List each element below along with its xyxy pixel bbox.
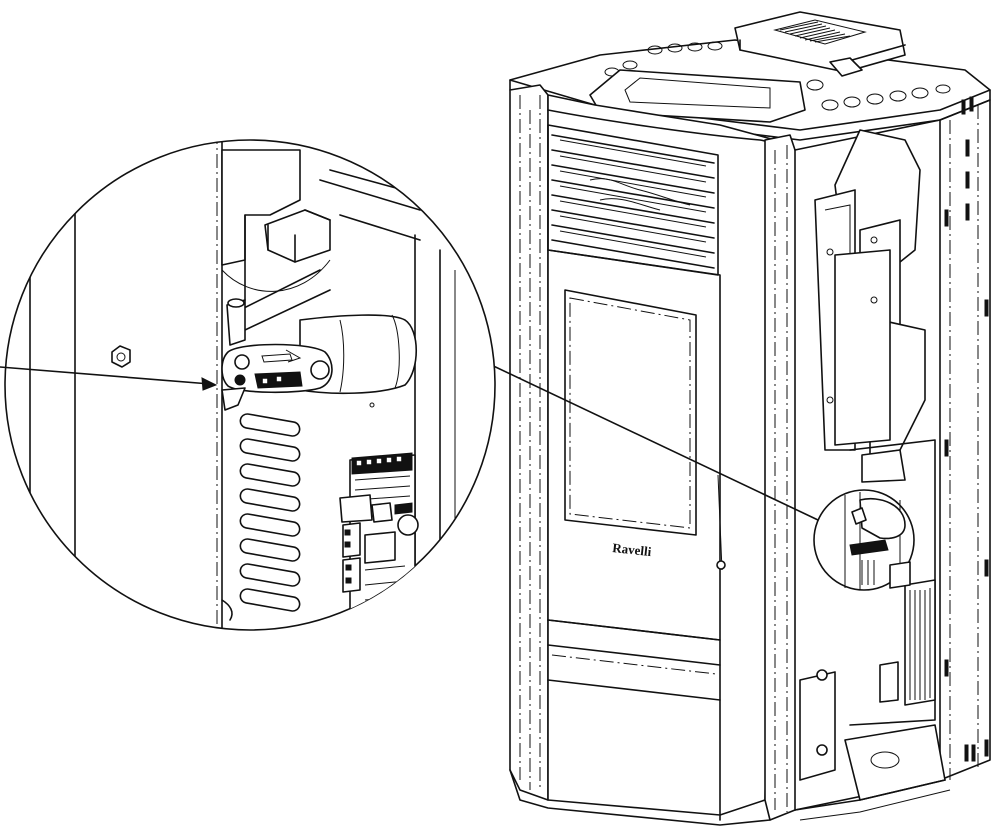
top-vent-holes <box>604 41 951 111</box>
brand-label: Ravelli <box>612 540 653 559</box>
hex-bolt <box>111 345 131 368</box>
pointer-arrow <box>0 366 218 391</box>
vent-slots <box>239 413 301 612</box>
control-board <box>339 452 419 630</box>
stove-body: Ravelli <box>509 11 991 826</box>
front-grille <box>547 124 719 276</box>
small-detail-contents <box>844 492 911 590</box>
callout-leader-line <box>484 361 819 521</box>
top-fan-box <box>734 11 906 77</box>
enlarged-detail <box>29 140 456 630</box>
stove-interior <box>794 96 991 821</box>
pressure-switch <box>221 343 333 394</box>
